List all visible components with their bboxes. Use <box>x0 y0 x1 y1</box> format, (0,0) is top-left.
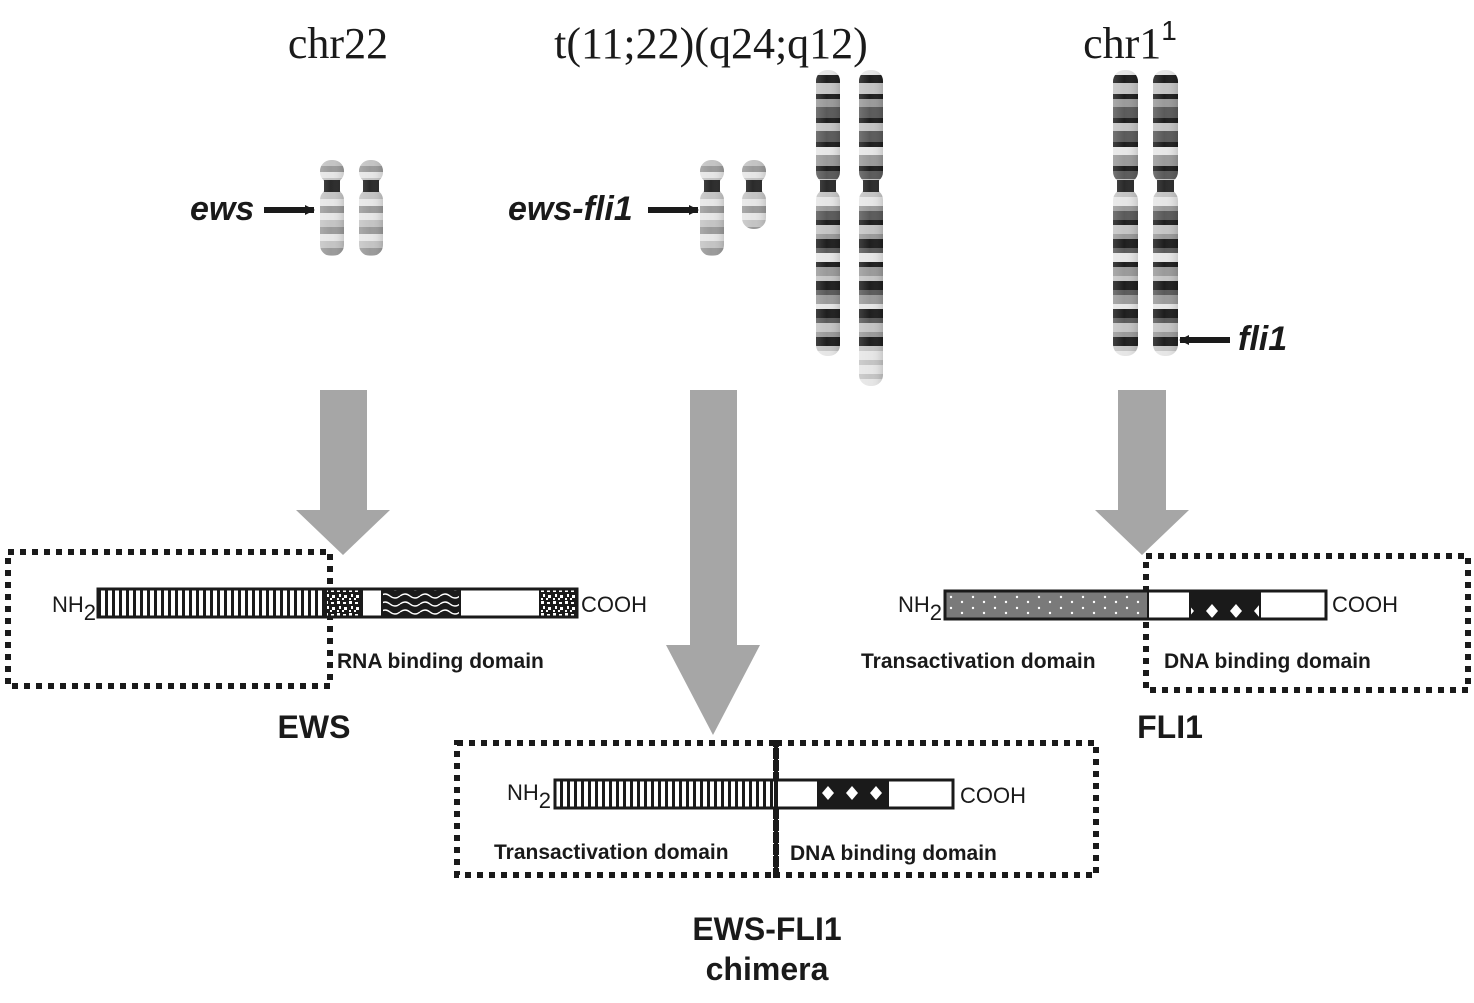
chr11-title: chr11 <box>1083 15 1177 68</box>
chromosome-22 <box>320 160 344 256</box>
chromosome-shading <box>742 160 766 229</box>
chimera-protein-subtitle: chimera <box>706 951 829 987</box>
chr11-pair <box>1113 70 1178 356</box>
ews-blank-segment-2 <box>460 589 540 617</box>
chromosome-shading <box>816 70 840 356</box>
nh-subscript: 2 <box>84 600 96 625</box>
chromosome-shading <box>1153 70 1178 356</box>
ews-protein-name: EWS <box>278 709 351 745</box>
fli1-protein: NH2 COOH Transactivation domain DNA bind… <box>861 553 1471 745</box>
ews-speck-segment-1 <box>326 589 362 617</box>
fli1-n-terminus: NH2 <box>898 592 942 625</box>
fli1-dna-binding-label: DNA binding domain <box>1164 650 1371 673</box>
ews-c-terminus: COOH <box>581 592 647 617</box>
chimera-n-terminus: NH2 <box>507 780 551 813</box>
ews-gene-label: ews <box>190 190 254 228</box>
chromosome-shading <box>1113 70 1138 356</box>
fli1-expression-arrow <box>1095 390 1189 555</box>
nh-subscript: 2 <box>539 788 551 813</box>
chromosome-11 <box>1113 70 1138 356</box>
ews-n-terminus: NH2 <box>52 592 96 625</box>
ews-wave-segment <box>382 589 460 617</box>
ews-expression-arrow <box>296 390 390 555</box>
chimera-dna-binding-box <box>773 740 1099 878</box>
nh-text: NH <box>507 780 539 805</box>
chimera-protein: NH2 COOH Transactivation domain DNA bind… <box>454 740 1099 987</box>
derivative-chromosome-11 <box>816 70 840 356</box>
ews-transactivation-highlight <box>5 549 333 689</box>
derivative-chromosome-22-short <box>742 160 766 229</box>
derivative-chromosome-22 <box>700 160 724 256</box>
fli1-protein-outline <box>943 589 1328 621</box>
translocated-pair <box>700 70 883 386</box>
fli1-transactivation-segment <box>945 591 1148 619</box>
fli1-blank-segment-1 <box>1148 591 1190 619</box>
chimera-blank-segment-1 <box>776 780 818 808</box>
chr22-title: chr22 <box>288 19 388 68</box>
fli1-transactivation-label: Transactivation domain <box>861 650 1096 673</box>
fli1-c-terminus: COOH <box>1332 592 1398 617</box>
ews-fli1-gene-label: ews-fli1 <box>508 190 633 228</box>
chromosome-shading <box>859 70 883 386</box>
chromosome-shading <box>700 160 724 256</box>
ews-speck-segment-2 <box>540 589 577 617</box>
chimera-transactivation-label: Transactivation domain <box>494 841 729 864</box>
fli1-blank-segment-2 <box>1260 591 1326 619</box>
chromosome-22 <box>359 160 383 256</box>
nh-text: NH <box>52 592 84 617</box>
chr11-title-sup: 1 <box>1161 15 1177 46</box>
ews-protein: NH2 COOH RNA binding domain EWS <box>5 549 647 745</box>
chr11-title-main: chr1 <box>1083 19 1161 68</box>
chimera-protein-name: EWS-FLI1 <box>692 911 841 947</box>
ews-blank-segment-1 <box>362 589 382 617</box>
chimera-dna-binding-label: DNA binding domain <box>790 842 997 865</box>
chromosome-shading <box>320 160 344 256</box>
chr22-pair <box>320 160 383 256</box>
chimera-ews-segment <box>555 780 776 808</box>
nh-text: NH <box>898 592 930 617</box>
nh-subscript: 2 <box>930 600 942 625</box>
fli1-dna-binding-highlight <box>1143 553 1471 693</box>
ews-protein-outline <box>96 587 579 619</box>
chimera-expression-arrow <box>666 390 760 735</box>
chimera-protein-outline <box>553 778 955 810</box>
translocation-title: t(11;22)(q24;q12) <box>554 19 868 68</box>
derivative-chromosome-11 <box>859 70 883 386</box>
ews-rna-binding-label: RNA binding domain <box>337 650 544 673</box>
chimera-ets-domain-segment <box>818 780 888 808</box>
fli1-gene-label: fli1 <box>1238 320 1287 358</box>
ews-vstripe-segment <box>98 589 326 617</box>
chromosome-shading <box>359 160 383 256</box>
chimera-blank-segment-2 <box>888 780 953 808</box>
chimera-c-terminus: COOH <box>960 783 1026 808</box>
chromosome-11 <box>1153 70 1178 356</box>
fli1-protein-name: FLI1 <box>1137 709 1203 745</box>
fli1-ets-domain-segment <box>1190 591 1260 619</box>
